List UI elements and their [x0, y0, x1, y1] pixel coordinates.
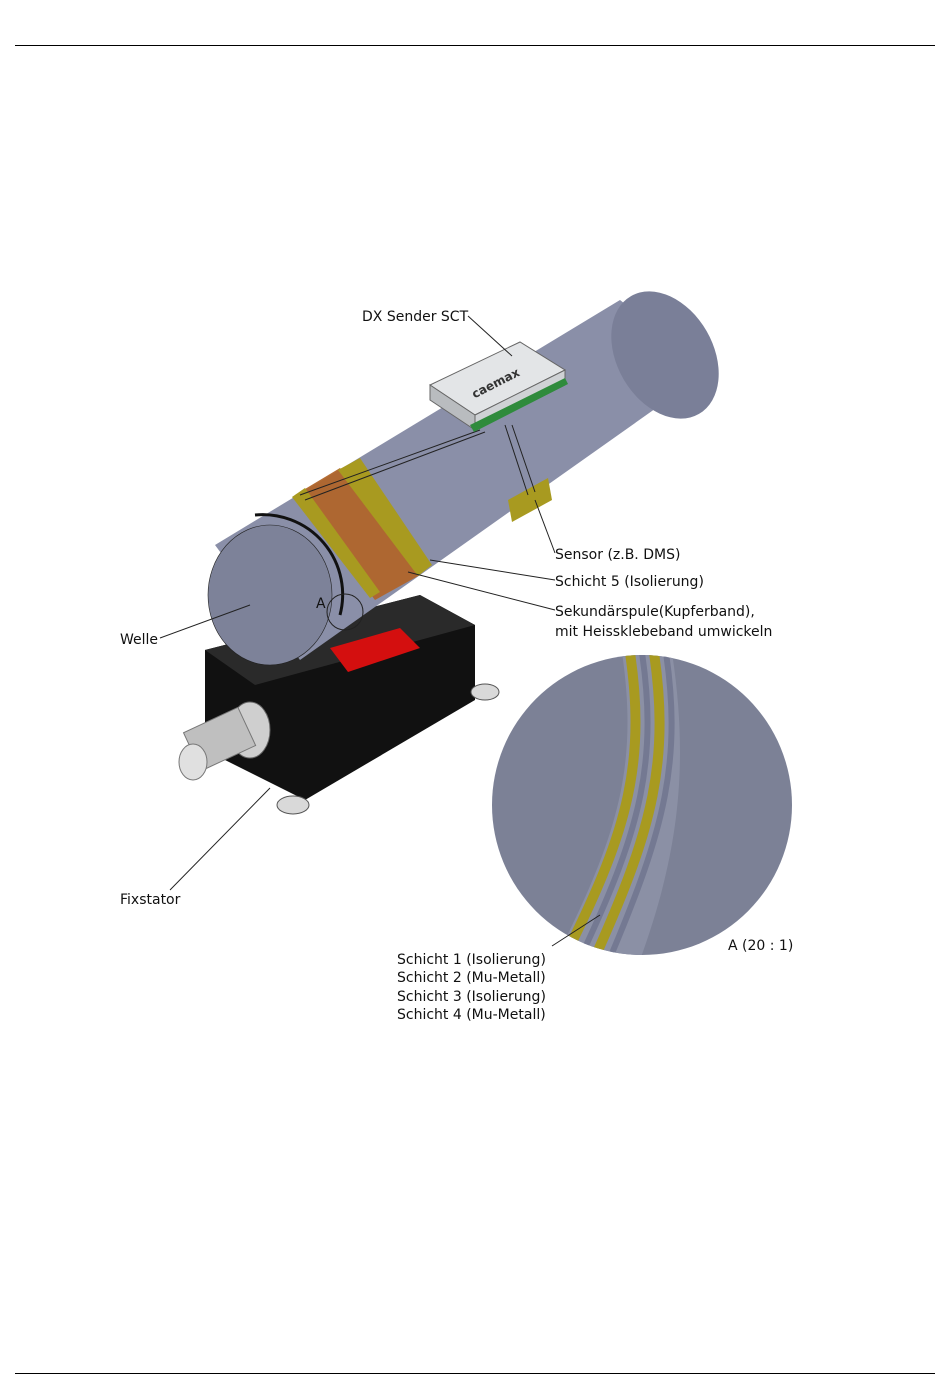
label-layer-2: Schicht 2 (Mu-Metall)	[397, 970, 546, 986]
label-layer-3: Schicht 3 (Isolierung)	[397, 989, 546, 1005]
label-layer-1: Schicht 1 (Isolierung)	[397, 952, 546, 968]
label-layer-4: Schicht 4 (Mu-Metall)	[397, 1007, 546, 1023]
detail-view-a	[492, 640, 792, 960]
label-detail-marker: A	[316, 596, 326, 612]
label-shaft: Welle	[120, 632, 158, 648]
label-fixstator: Fixstator	[120, 892, 181, 908]
label-layer-5: Schicht 5 (Isolierung)	[555, 574, 704, 590]
label-coil-line-1: Sekundärspule(Kupferband),	[555, 604, 755, 620]
label-detail-scale: A (20 : 1)	[728, 938, 793, 954]
label-dx-sender: DX Sender SCT	[362, 309, 469, 325]
label-coil-line-2: mit Heissklebeband umwickeln	[555, 624, 772, 640]
label-sensor: Sensor (z.B. DMS)	[555, 547, 680, 563]
